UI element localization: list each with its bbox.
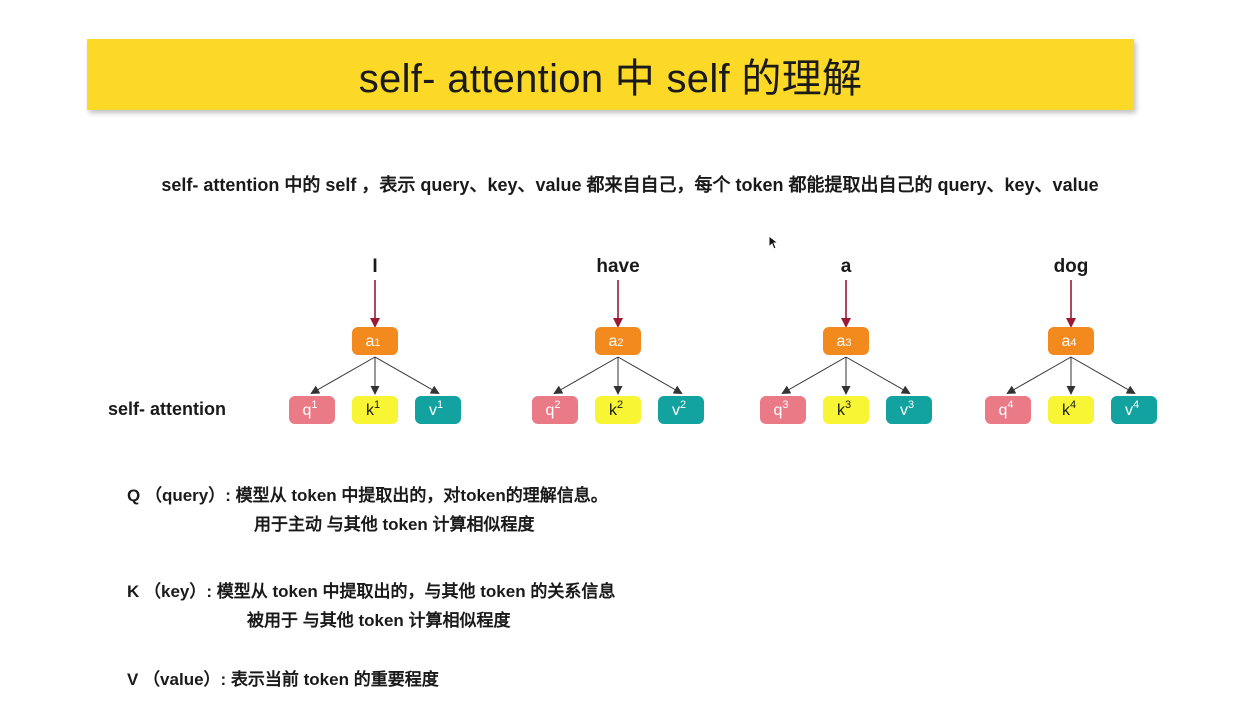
v-node [658,396,704,424]
v-node-label: v4 [1125,399,1139,419]
v-node-label: v2 [672,399,686,419]
k-node [1048,396,1094,424]
a-node [352,327,398,355]
output-arrow [1070,356,1136,394]
k-node-label: k3 [837,399,851,419]
q-definition-line2: 用于主动 与其他 token 计算相似程度 [254,515,535,534]
k-node-label: k1 [366,399,380,419]
token-group-4: dog a4 q4 k4 v4 [985,256,1157,424]
v-definition: V （value）: 表示当前 token 的重要程度 [127,665,439,694]
a-node-label: a2 [608,333,623,350]
title-banner: self- attention 中 self 的理解 [87,39,1134,110]
q-node-label: q3 [773,399,788,419]
output-arrow [374,356,440,394]
output-arrow [553,356,619,394]
v-node-label: v3 [900,399,914,419]
a-node [595,327,641,355]
k-node [595,396,641,424]
output-arrow [617,356,683,394]
token-word: a [841,256,852,277]
token-word: have [596,256,639,277]
a-node-label: a3 [836,333,851,350]
v-node-label: v1 [429,399,443,419]
token-group-2: have a2 q2 k2 v2 [532,256,704,424]
q-definition-line1: Q （query）: 模型从 token 中提取出的，对token的理解信息。 [127,486,608,505]
k-node-label: k4 [1062,399,1076,419]
subtitle: self- attention 中的 self ，表示 query、key、va… [161,175,1099,195]
q-node [760,396,806,424]
row-label: self- attention [108,399,227,419]
k-definition-line1: K （key）: 模型从 token 中提取出的，与其他 token 的关系信息 [127,582,616,601]
v-node [886,396,932,424]
a-node [823,327,869,355]
v-definition-line1: V （value）: 表示当前 token 的重要程度 [127,670,439,689]
q-node-label: q1 [302,399,317,419]
output-arrow [310,356,376,394]
k-node [352,396,398,424]
token-word: dog [1054,256,1089,277]
output-arrow [845,356,911,394]
k-definition-line2: 被用于 与其他 token 计算相似程度 [247,611,511,630]
output-arrow [1006,356,1072,394]
v-node [1111,396,1157,424]
k-definition: K （key）: 模型从 token 中提取出的，与其他 token 的关系信息… [127,577,615,635]
k-node-label: k2 [609,399,623,419]
token-word: I [372,256,377,277]
q-node [289,396,335,424]
mouse-cursor-icon [768,235,780,250]
output-arrow [781,356,847,394]
k-node [823,396,869,424]
q-node-label: q4 [998,399,1013,419]
q-node-label: q2 [545,399,560,419]
page-title: self- attention 中 self 的理解 [358,56,863,101]
token-group-1: Ia1 q1 k1 v1 [289,256,461,424]
a-node [1048,327,1094,355]
a-node-label: a4 [1061,333,1076,350]
q-definition: Q （query）: 模型从 token 中提取出的，对token的理解信息。 … [127,481,608,539]
q-node [985,396,1031,424]
q-node [532,396,578,424]
token-group-3: a a3 q3 k3 v3 [760,256,932,424]
a-node-label: a1 [365,333,380,350]
v-node [415,396,461,424]
